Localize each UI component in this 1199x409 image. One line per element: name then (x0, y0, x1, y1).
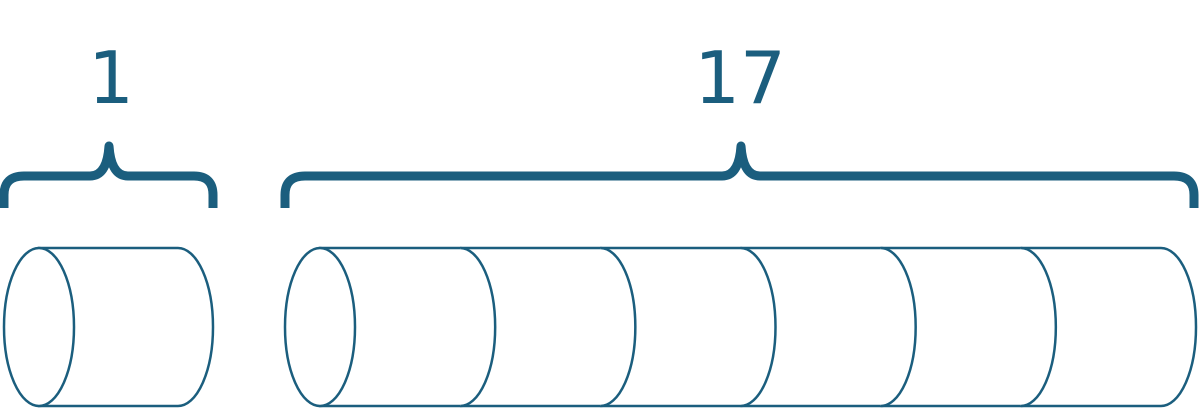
right-cylinder-divider (740, 246, 777, 408)
right-cylinder-group (283, 246, 1198, 408)
left-cylinder-front-face (2, 246, 76, 408)
right-cylinder-divider (880, 246, 917, 408)
left-cylinder-group (2, 246, 215, 408)
right-cylinder-divider (600, 246, 637, 408)
right-cylinder-divider (460, 246, 497, 408)
left-group-label: 1 (88, 36, 134, 120)
left-group-brace (0, 141, 218, 208)
right-group-brace (280, 141, 1199, 208)
left-cylinder-body (37, 246, 215, 408)
right-cylinder-front-face (283, 246, 357, 408)
right-cylinder-divider (1020, 246, 1058, 408)
right-group-label: 17 (694, 36, 786, 120)
